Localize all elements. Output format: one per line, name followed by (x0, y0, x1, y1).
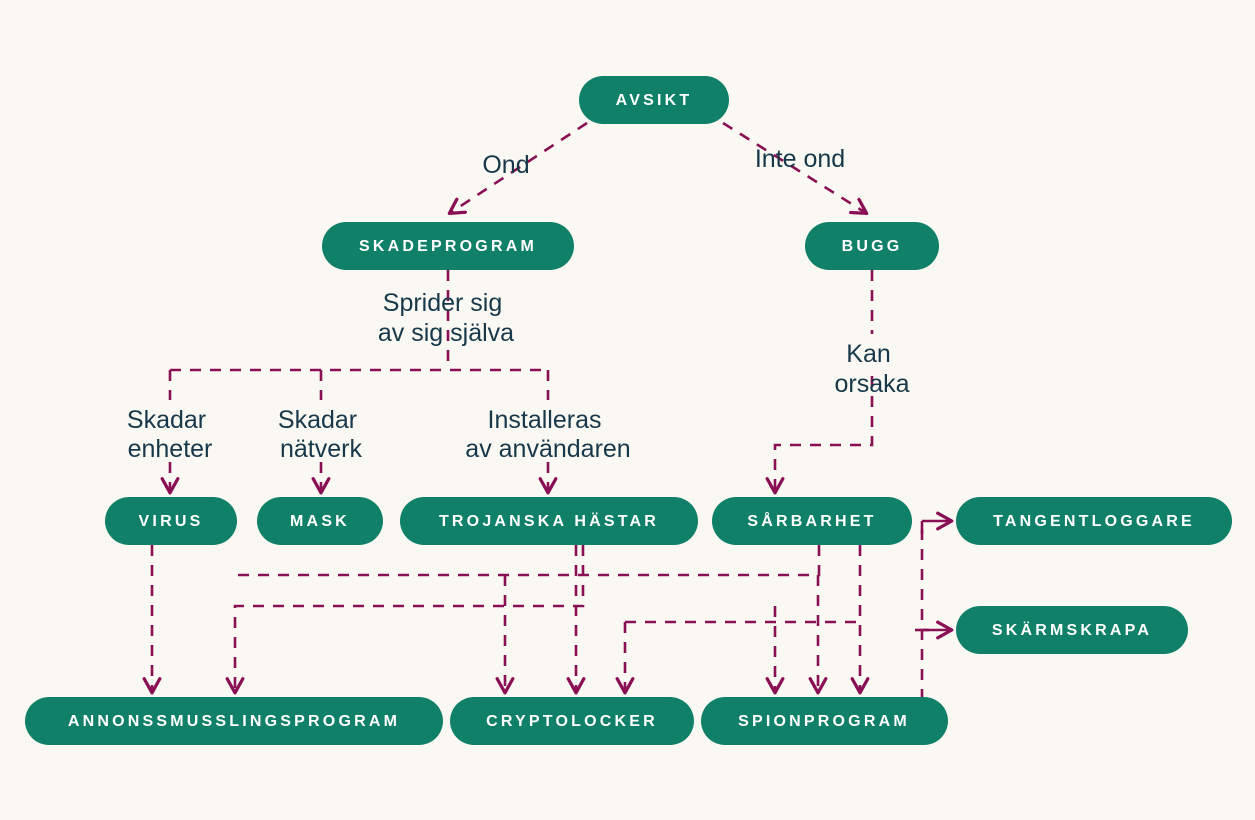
node-cryptolocker[interactable]: CRYPTOLOCKER (450, 697, 694, 745)
node-tangentloggare-label: TANGENTLOGGARE (993, 513, 1195, 530)
node-tangentloggare-shape[interactable] (956, 497, 1232, 545)
node-skarmskrapa[interactable]: SKÄRMSKRAPA (956, 606, 1188, 654)
node-bugg-shape[interactable] (805, 222, 939, 270)
edge-avsikt-to-bugg (722, 121, 866, 213)
node-avsikt-shape[interactable] (579, 76, 729, 124)
node-spionprogram-shape[interactable] (701, 697, 948, 745)
edge-label-installeras: Installeras av användaren (465, 406, 630, 463)
node-annonssmusslingsprogram-label: ANNONSSMUSSLINGSPROGRAM (68, 713, 400, 730)
node-skarmskrapa-shape[interactable] (956, 606, 1188, 654)
edge-label-inte-ond: Inte ond (755, 145, 845, 173)
node-avsikt-label: AVSIKT (616, 92, 693, 109)
node-virus-label: VIRUS (139, 513, 204, 530)
node-skadeprogram-label: SKADEPROGRAM (359, 238, 537, 255)
node-skadeprogram-shape[interactable] (322, 222, 574, 270)
node-cryptolocker-shape[interactable] (450, 697, 694, 745)
edge-label-sprider-sig: Sprider sig av sig själva (378, 289, 514, 347)
node-annonssmusslingsprogram-shape[interactable] (25, 697, 443, 745)
node-spionprogram[interactable]: SPIONPROGRAM (701, 697, 948, 745)
edge-avsikt-to-skadeprogram (450, 121, 588, 213)
node-bugg-label: BUGG (842, 238, 903, 255)
node-sarbarhet[interactable]: SÅRBARHET (712, 497, 912, 545)
node-skarmskrapa-label: SKÄRMSKRAPA (992, 621, 1152, 639)
edge-mask-to-cryptolocker (235, 545, 821, 692)
nodes-layer: AVSIKT SKADEPROGRAM BUGG VIRUS MASK TROJ (25, 76, 1232, 745)
node-mask-shape[interactable] (257, 497, 383, 545)
node-virus-shape[interactable] (105, 497, 237, 545)
node-skadeprogram[interactable]: SKADEPROGRAM (322, 222, 574, 270)
edge-labels-layer: Ond Inte ond Sprider sig av sig själva K… (127, 145, 910, 463)
node-sarbarhet-shape[interactable] (712, 497, 912, 545)
node-virus[interactable]: VIRUS (105, 497, 237, 545)
node-bugg[interactable]: BUGG (805, 222, 939, 270)
edge-label-kan-orsaka: Kan orsaka (834, 340, 909, 398)
node-trojanska-hastar-label: TROJANSKA HÄSTAR (439, 512, 659, 530)
edges-layer (152, 121, 951, 700)
node-trojanska-hastar-shape[interactable] (400, 497, 698, 545)
node-tangentloggare[interactable]: TANGENTLOGGARE (956, 497, 1232, 545)
node-mask-label: MASK (290, 513, 350, 530)
edge-bugg-to-sarbarhet (775, 376, 874, 492)
edge-trojanska-to-annonssmussling (235, 545, 585, 692)
node-mask[interactable]: MASK (257, 497, 383, 545)
node-annonssmusslingsprogram[interactable]: ANNONSSMUSSLINGSPROGRAM (25, 697, 443, 745)
edge-label-ond: Ond (482, 151, 529, 179)
edge-label-skadar-enheter: Skadar enheter (127, 406, 213, 463)
node-trojanska-hastar[interactable]: TROJANSKA HÄSTAR (400, 497, 698, 545)
node-cryptolocker-label: CRYPTOLOCKER (486, 713, 658, 730)
node-sarbarhet-label: SÅRBARHET (747, 511, 876, 530)
node-spionprogram-label: SPIONPROGRAM (738, 713, 910, 730)
node-avsikt[interactable]: AVSIKT (579, 76, 729, 124)
edge-label-skadar-natverk: Skadar nätverk (278, 406, 364, 463)
